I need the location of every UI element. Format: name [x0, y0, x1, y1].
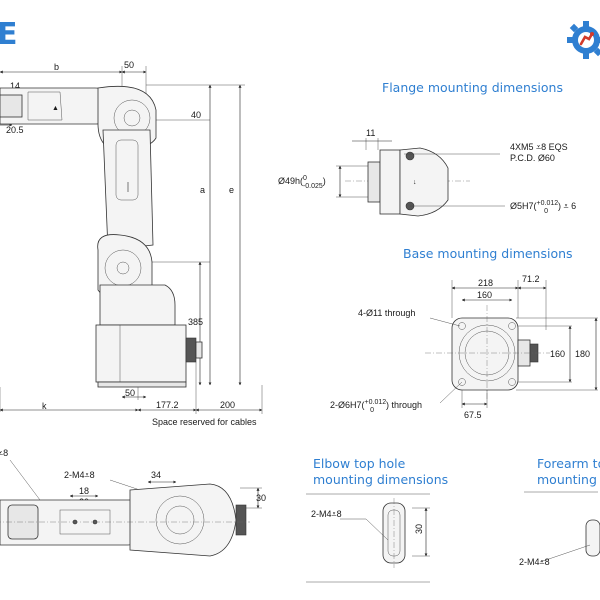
dim-385: 385	[188, 317, 203, 327]
flange-dia-49: Ø49h(0-0.025)	[278, 175, 326, 190]
elbow-thread: 2-M4⩡8	[311, 509, 342, 519]
flange-dim-11: 11	[366, 128, 375, 138]
dim-177-2: 177.2	[156, 400, 179, 410]
top-thread-left: ⩡8	[0, 448, 8, 458]
flange-title: Flange mounting dimensions	[382, 80, 563, 95]
elbow-title-line1: Elbow top hole	[313, 456, 406, 471]
dim-k: k	[42, 401, 47, 411]
dim-14: 14	[10, 81, 20, 91]
elbow-title-line2: mounting dimensions	[313, 472, 448, 487]
svg-text:▲: ▲	[52, 105, 59, 112]
forearm-drawing: 2-M4⩡8	[519, 491, 600, 567]
flange-drawing: 11 Ø49h(0-0.025) ↓ 4XM5 ⩡8 EQS P.C.D. Ø6…	[278, 128, 576, 217]
base-dim-71-2: 71.2	[522, 274, 540, 284]
forearm-title-line1: Forearm to	[537, 456, 600, 471]
elbow-drawing: 30 2-M4⩡8	[306, 493, 430, 583]
base-drawing: 218 71.2 160 160 180 4-Ø11 through 2-Ø6H…	[330, 274, 598, 420]
base-title: Base mounting dimensions	[403, 246, 573, 261]
dim-e: e	[229, 185, 234, 195]
base-dim-218: 218	[478, 278, 493, 288]
dim-b: b	[54, 62, 59, 72]
top-view-drawing: ⩡8 2-M4⩡8 18 20 34 30	[0, 448, 266, 557]
base-through-holes: 4-Ø11 through	[358, 308, 415, 318]
elbow-dim-30: 30	[414, 524, 424, 534]
dim-20-5: 20.5	[6, 125, 24, 135]
side-view-drawing: b 50 14 20.5 40 a e 385 ▲	[0, 60, 263, 427]
dim-40: 40	[191, 110, 201, 120]
brand-logo-fragment: E	[0, 17, 18, 52]
dim-200: 200	[220, 400, 235, 410]
base-dim-180: 180	[575, 349, 590, 359]
base-dim-160-side: 160	[550, 349, 565, 359]
dim-50-bottom: 50	[125, 388, 135, 398]
forearm-title-line2: mounting	[537, 472, 597, 487]
top-thread-mid: 2-M4⩡8	[64, 470, 95, 480]
top-dim-34: 34	[151, 470, 161, 480]
top-dim-18: 18	[79, 486, 89, 496]
forearm-thread: 2-M4⩡8	[519, 557, 550, 567]
svg-text:↓: ↓	[413, 179, 417, 186]
flange-thread-spec: 4XM5 ⩡8 EQS	[510, 142, 568, 152]
flange-pcd: P.C.D. Ø60	[510, 153, 555, 163]
gear-robot-logo-icon	[567, 21, 600, 59]
dim-a: a	[200, 185, 205, 195]
dim-50-top: 50	[124, 60, 134, 70]
cable-space-caption: Space reserved for cables	[152, 417, 257, 427]
base-dim-67-5: 67.5	[464, 410, 482, 420]
top-dim-30: 30	[256, 493, 266, 503]
base-dim-160-top: 160	[477, 290, 492, 300]
